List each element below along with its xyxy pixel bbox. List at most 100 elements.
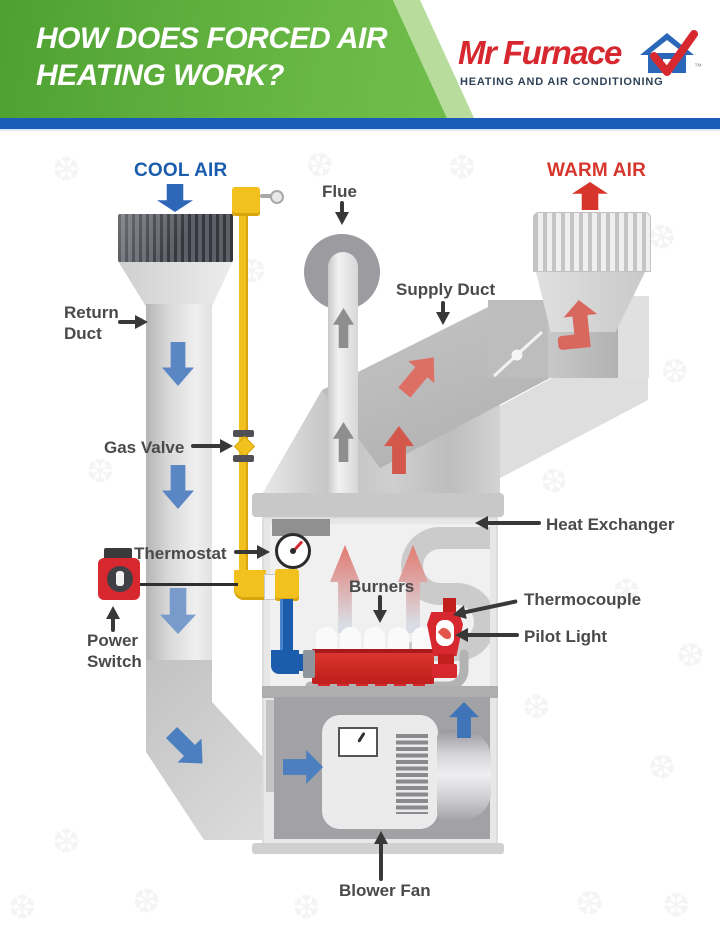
pointer-head [475, 516, 488, 530]
thermostat-wire [136, 583, 238, 586]
gas-pipe-top-cap [232, 187, 260, 216]
blower-vent-slats [396, 734, 428, 814]
pilot-light-stem [438, 654, 454, 666]
snowflake-watermark-icon: ❆ [8, 889, 37, 927]
supply-duct-pointer-arrow [436, 301, 450, 325]
return-duct-pointer-arrow [118, 315, 148, 329]
furnace-mid-divider [262, 686, 498, 698]
header-divider-bar [0, 118, 720, 131]
furnace-vent-slot [272, 519, 330, 536]
flue-label: Flue [322, 182, 357, 201]
gas-valve-body [233, 435, 256, 458]
pointer-stem [234, 550, 261, 554]
bend-arrow-foot [557, 333, 583, 351]
supply-duct-label: Supply Duct [396, 280, 496, 299]
pointer-head [455, 628, 468, 642]
snowflake-watermark-icon: ❆ [653, 349, 695, 395]
brand-logo-text: Mr Furnace [458, 34, 622, 71]
snowflake-watermark-icon: ❆ [52, 823, 81, 861]
trademark-symbol: ™ [694, 62, 702, 71]
thermocouple-stub [443, 598, 456, 616]
furnace-base [252, 843, 504, 854]
thermostat-gauge-hub [290, 548, 296, 554]
supply-duct-damper-segment [488, 300, 550, 378]
brand-tagline: HEATING AND AIR CONDITIONING [460, 76, 664, 88]
snowflake-watermark-icon: ❆ [86, 453, 115, 491]
thermostat-pointer-arrow [234, 545, 270, 559]
cool-air-big-arrow [157, 184, 193, 212]
pointer-head [135, 315, 148, 329]
pointer-head [436, 312, 450, 325]
gas-valve-pointer-arrow [191, 439, 233, 453]
power-switch-label: Power Switch [87, 631, 142, 671]
pointer-stem [379, 840, 383, 881]
page-title-line1: HOW DOES FORCED AIR [36, 22, 388, 55]
heat-exchanger-label: Heat Exchanger [546, 515, 675, 534]
pointer-stem [464, 633, 519, 637]
page-title: HOW DOES FORCED AIR HEATING WORK? [36, 20, 416, 94]
supply-pipe-blue [280, 599, 293, 655]
snowflake-watermark-icon: ❆ [642, 745, 682, 791]
duct-damper [492, 330, 544, 378]
cool-air-intake-grille-highlight [118, 214, 233, 262]
header-banner [0, 0, 447, 118]
warm-air-vent-grille [533, 212, 651, 272]
gas-valve-label: Gas Valve [104, 438, 185, 457]
snowflake-watermark-icon: ❆ [128, 880, 165, 924]
return-duct-label: Return Duct [64, 303, 119, 343]
return-duct-elbow [146, 660, 270, 840]
pointer-stem [484, 521, 541, 525]
snowflake-watermark-icon: ❆ [662, 887, 691, 925]
burner-tip [340, 627, 361, 653]
heat-exchanger-pointer-arrow [475, 516, 541, 530]
pointer-head [106, 606, 120, 619]
snowflake-watermark-icon: ❆ [448, 149, 477, 187]
burner-tip [388, 627, 409, 653]
thermostat-gauge [275, 533, 311, 569]
burner-manifold [312, 649, 434, 684]
supply-flow-arrow-bend [554, 298, 606, 364]
furnace-top-cap [252, 493, 504, 517]
gas-shutoff-handle-knob-icon [270, 190, 284, 204]
pointer-head [451, 605, 467, 621]
blower-fan-label: Blower Fan [339, 881, 431, 900]
gas-pipe-vertical [239, 212, 248, 576]
gas-valve-ring [233, 430, 254, 437]
burners-pointer-arrow [373, 595, 387, 623]
pointer-stem [118, 320, 139, 324]
power-switch-cap [104, 548, 132, 560]
snowflake-watermark-icon: ❆ [671, 633, 709, 679]
thermostat-label: Thermostat [134, 544, 227, 563]
burner-tip [316, 627, 337, 653]
manifold-coupling [303, 650, 315, 678]
burner-tip [412, 627, 433, 653]
blower-fan-pointer-arrow [374, 831, 388, 881]
blower-motor [437, 730, 491, 820]
snowflake-watermark-icon: ❆ [536, 460, 572, 504]
page-title-line2: HEATING WORK? [36, 59, 284, 92]
snowflake-watermark-icon: ❆ [292, 889, 321, 927]
pointer-head [374, 831, 388, 844]
power-switch-toggle [116, 571, 124, 586]
blower-intake-slot [266, 700, 274, 792]
pointer-head [373, 610, 387, 623]
thermocouple-label: Thermocouple [524, 590, 642, 609]
burner-return-pipe [305, 649, 469, 691]
pointer-head [257, 545, 270, 559]
warm-air-label: WARM AIR [547, 160, 647, 181]
cool-air-label: COOL AIR [134, 160, 228, 181]
cool-air-intake-grille [118, 214, 233, 262]
house-check-logo-icon [640, 30, 698, 76]
pointer-stem [191, 444, 224, 448]
snowflake-watermark-icon: ❆ [52, 151, 81, 189]
pilot-light-pointer-arrow [455, 628, 519, 642]
cool-air-intake-funnel [118, 261, 233, 306]
gas-pipe-elbow [234, 570, 266, 600]
burner-tip [364, 627, 385, 653]
gas-valve-ring [233, 455, 254, 462]
snowflake-watermark-icon: ❆ [522, 689, 551, 727]
pilot-light-foot [432, 664, 457, 678]
gas-tee-block [275, 569, 299, 601]
snowflake-watermark-icon: ❆ [570, 881, 611, 927]
